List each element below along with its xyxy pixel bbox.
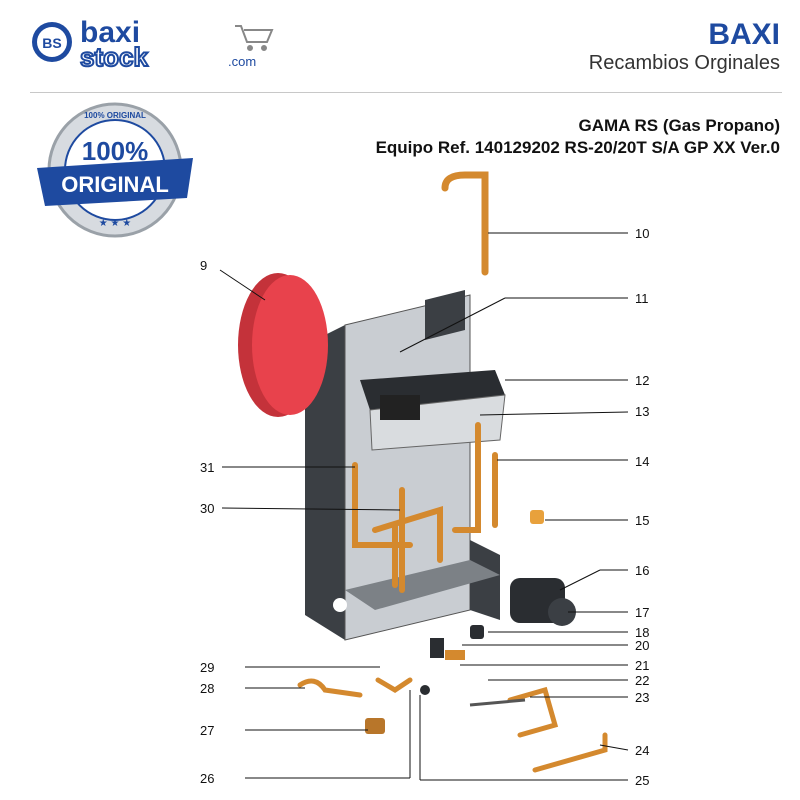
badge-stars: ★ ★ ★ bbox=[99, 218, 131, 229]
callout-30: 30 bbox=[200, 501, 214, 516]
callout-16: 16 bbox=[635, 563, 649, 578]
small-parts bbox=[365, 510, 544, 734]
logo-word-stock: stock bbox=[80, 42, 148, 72]
boiler-frame bbox=[305, 290, 500, 641]
callout-11: 11 bbox=[635, 291, 649, 306]
callout-22: 22 bbox=[635, 673, 649, 688]
badge-main-text: 100% bbox=[82, 136, 149, 166]
sensor-probe bbox=[469, 698, 526, 707]
flue-pipe bbox=[441, 171, 489, 276]
callout-26: 26 bbox=[200, 771, 214, 786]
badge-ribbon bbox=[37, 158, 193, 206]
expansion-tank bbox=[238, 273, 328, 417]
callout-29: 29 bbox=[200, 660, 214, 675]
callout-23: 23 bbox=[635, 690, 649, 705]
cart-icon bbox=[235, 25, 274, 51]
callout-18: 18 bbox=[635, 625, 649, 640]
callout-10: 10 bbox=[635, 226, 649, 241]
internal-copper-pipes bbox=[352, 422, 498, 593]
callout-12: 12 bbox=[635, 373, 649, 388]
burner-assembly bbox=[360, 370, 506, 451]
callout-9: 9 bbox=[200, 258, 207, 273]
baxistock-logo[interactable]: BS baxi stock .com bbox=[30, 12, 290, 72]
callout-14: 14 bbox=[635, 454, 649, 469]
callout-24: 24 bbox=[635, 743, 649, 758]
callout-25: 25 bbox=[635, 773, 649, 788]
logo-inner-circle bbox=[37, 27, 67, 57]
series-title: GAMA RS (Gas Propano) bbox=[578, 116, 781, 135]
callout-21: 21 bbox=[635, 658, 649, 673]
badge-sub-text: ORIGINAL bbox=[61, 172, 169, 197]
callout-labels: 9 10 11 12 13 14 15 16 17 18 20 21 22 23… bbox=[200, 226, 649, 788]
tagline: Recambios Orginales bbox=[588, 52, 780, 74]
callout-13: 13 bbox=[635, 404, 649, 419]
brand-name: BAXI bbox=[708, 18, 780, 51]
logo-domain: .com bbox=[228, 54, 256, 69]
leader-lines bbox=[219, 232, 629, 781]
logo-word-baxi: baxi bbox=[80, 16, 140, 49]
callout-31: 31 bbox=[200, 460, 214, 475]
callout-15: 15 bbox=[635, 513, 649, 528]
original-badge: 100% ORIGINAL 100% ORIGINAL ★ ★ ★ bbox=[37, 102, 193, 238]
lower-copper-pipes bbox=[297, 677, 608, 773]
callout-28: 28 bbox=[200, 681, 214, 696]
header-divider bbox=[30, 92, 782, 93]
callout-17: 17 bbox=[635, 605, 649, 620]
callout-27: 27 bbox=[200, 723, 214, 738]
equipment-reference: Equipo Ref. 140129202 RS-20/20T S/A GP X… bbox=[375, 138, 780, 157]
logo-badge-text: BS bbox=[42, 35, 61, 51]
circulation-pump bbox=[510, 578, 576, 626]
badge-ring-text: 100% ORIGINAL bbox=[84, 111, 146, 120]
callout-20: 20 bbox=[635, 638, 649, 653]
